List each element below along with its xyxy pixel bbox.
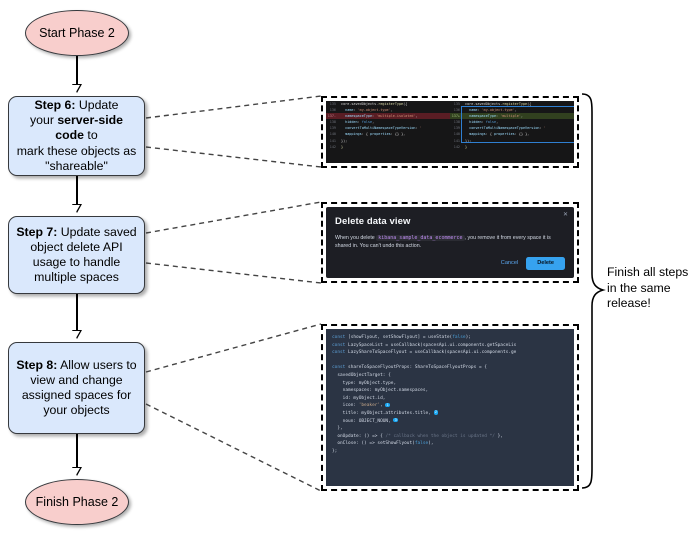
diff-line: 136 name: 'my-object-type', [329, 108, 393, 113]
connector-step8-bottom [145, 403, 322, 492]
brace-note-line-3: release! [607, 296, 651, 310]
diff-line-removed: 137- namespaceType: 'multiple-isolated', [326, 113, 450, 120]
arrow-step7-to-step8-line [76, 294, 78, 333]
diff-line: 138 hidden: false, [453, 120, 499, 125]
modal-actions: Cancel Delete [500, 256, 565, 270]
node-finish-label: Finish Phase 2 [35, 495, 119, 509]
node-start-phase-2[interactable]: Start Phase 2 [25, 10, 129, 56]
step7-text: Update saved object delete API usage to … [30, 224, 137, 285]
screenshot-flyout-code[interactable]: const [showFlyout, setShowFlyout] = useS… [321, 324, 579, 491]
brace-note: Finish all steps in the same release! [607, 265, 691, 312]
connector-step7-bottom [145, 262, 322, 284]
connector-step6-bottom [145, 146, 322, 168]
arrow-start-to-step6-head [71, 84, 82, 93]
diff-line: 141}); [453, 138, 472, 143]
node-finish-phase-2[interactable]: Finish Phase 2 [25, 479, 129, 525]
step6-line4: "shareable" [45, 158, 108, 173]
diff-line: 139 convertToMultiNamespaceTypeVersion: … [453, 126, 546, 131]
diff-line: 140 mappings: { properties: {} }, [453, 132, 530, 137]
step7-bold: Step 7: [16, 224, 58, 239]
brace-note-line-1: Finish all steps [607, 265, 689, 279]
brace-note-line-2: in the same [607, 280, 671, 295]
arrow-start-to-step6-line [76, 56, 78, 87]
modal-body-pre: When you delete [335, 235, 377, 241]
grouping-brace [581, 93, 606, 489]
close-icon[interactable]: ✕ [562, 212, 568, 218]
diff-line: 138 hidden: false, [329, 120, 375, 125]
node-step-7[interactable]: Step 7: Update saved object delete API u… [8, 216, 145, 294]
arrow-step6-to-step7-line [76, 176, 78, 207]
node-start-label: Start Phase 2 [39, 26, 115, 40]
diff-line: 141}); [329, 138, 348, 143]
step8-text: Allow users to view and change assigned … [21, 357, 137, 418]
arrow-step7-to-step8-head [71, 330, 82, 339]
step6-line3: mark these objects as [16, 143, 137, 158]
modal-title: Delete data view [335, 216, 411, 227]
step6-line2-bold: server-side code [55, 113, 123, 143]
screenshot-delete-modal[interactable]: Delete data view ✕ When you delete kiban… [321, 202, 579, 283]
modal-body-post: , you remove it from every space it is s… [335, 235, 551, 250]
diff-line: 139 convertToMultiNamespaceTypeVersion: … [329, 126, 422, 131]
diff-line: 136 name: 'my-object-type', [453, 108, 517, 113]
arrow-step6-to-step7-head [71, 204, 82, 213]
modal-body-object-name: kibana_sample_data_ecommerce [376, 235, 465, 241]
diff-line: 142} [453, 144, 468, 149]
connector-step8-top [145, 323, 322, 373]
node-step-6[interactable]: Step 6: Update your server-side code to … [8, 96, 145, 176]
arrow-step8-to-finish-line [76, 434, 78, 470]
cancel-button[interactable]: Cancel [500, 260, 519, 267]
step6-line1: Update [75, 98, 119, 112]
modal-body-text: When you delete kibana_sample_data_ecomm… [335, 234, 565, 251]
step6-line2-post: to [84, 128, 98, 143]
delete-data-view-modal: Delete data view ✕ When you delete kiban… [326, 207, 574, 278]
diff-line: 140 mappings: { properties: {} }, [329, 132, 406, 137]
step8-bold: Step 8: [16, 357, 58, 372]
flyout-code-block: const [showFlyout, setShowFlyout] = useS… [326, 329, 574, 486]
diff-line: 142} [329, 144, 344, 149]
arrow-step8-to-finish-head [71, 467, 82, 476]
connector-step7-top [145, 201, 322, 234]
diff-line-added: 137+ namespaceType: 'multiple', [450, 113, 574, 120]
connector-step6-top [145, 95, 322, 119]
step6-line2-pre: your [30, 113, 58, 128]
delete-button[interactable]: Delete [526, 256, 565, 270]
node-step-8[interactable]: Step 8: Allow users to view and change a… [8, 342, 145, 434]
step6-bold: Step 6: [34, 98, 76, 112]
